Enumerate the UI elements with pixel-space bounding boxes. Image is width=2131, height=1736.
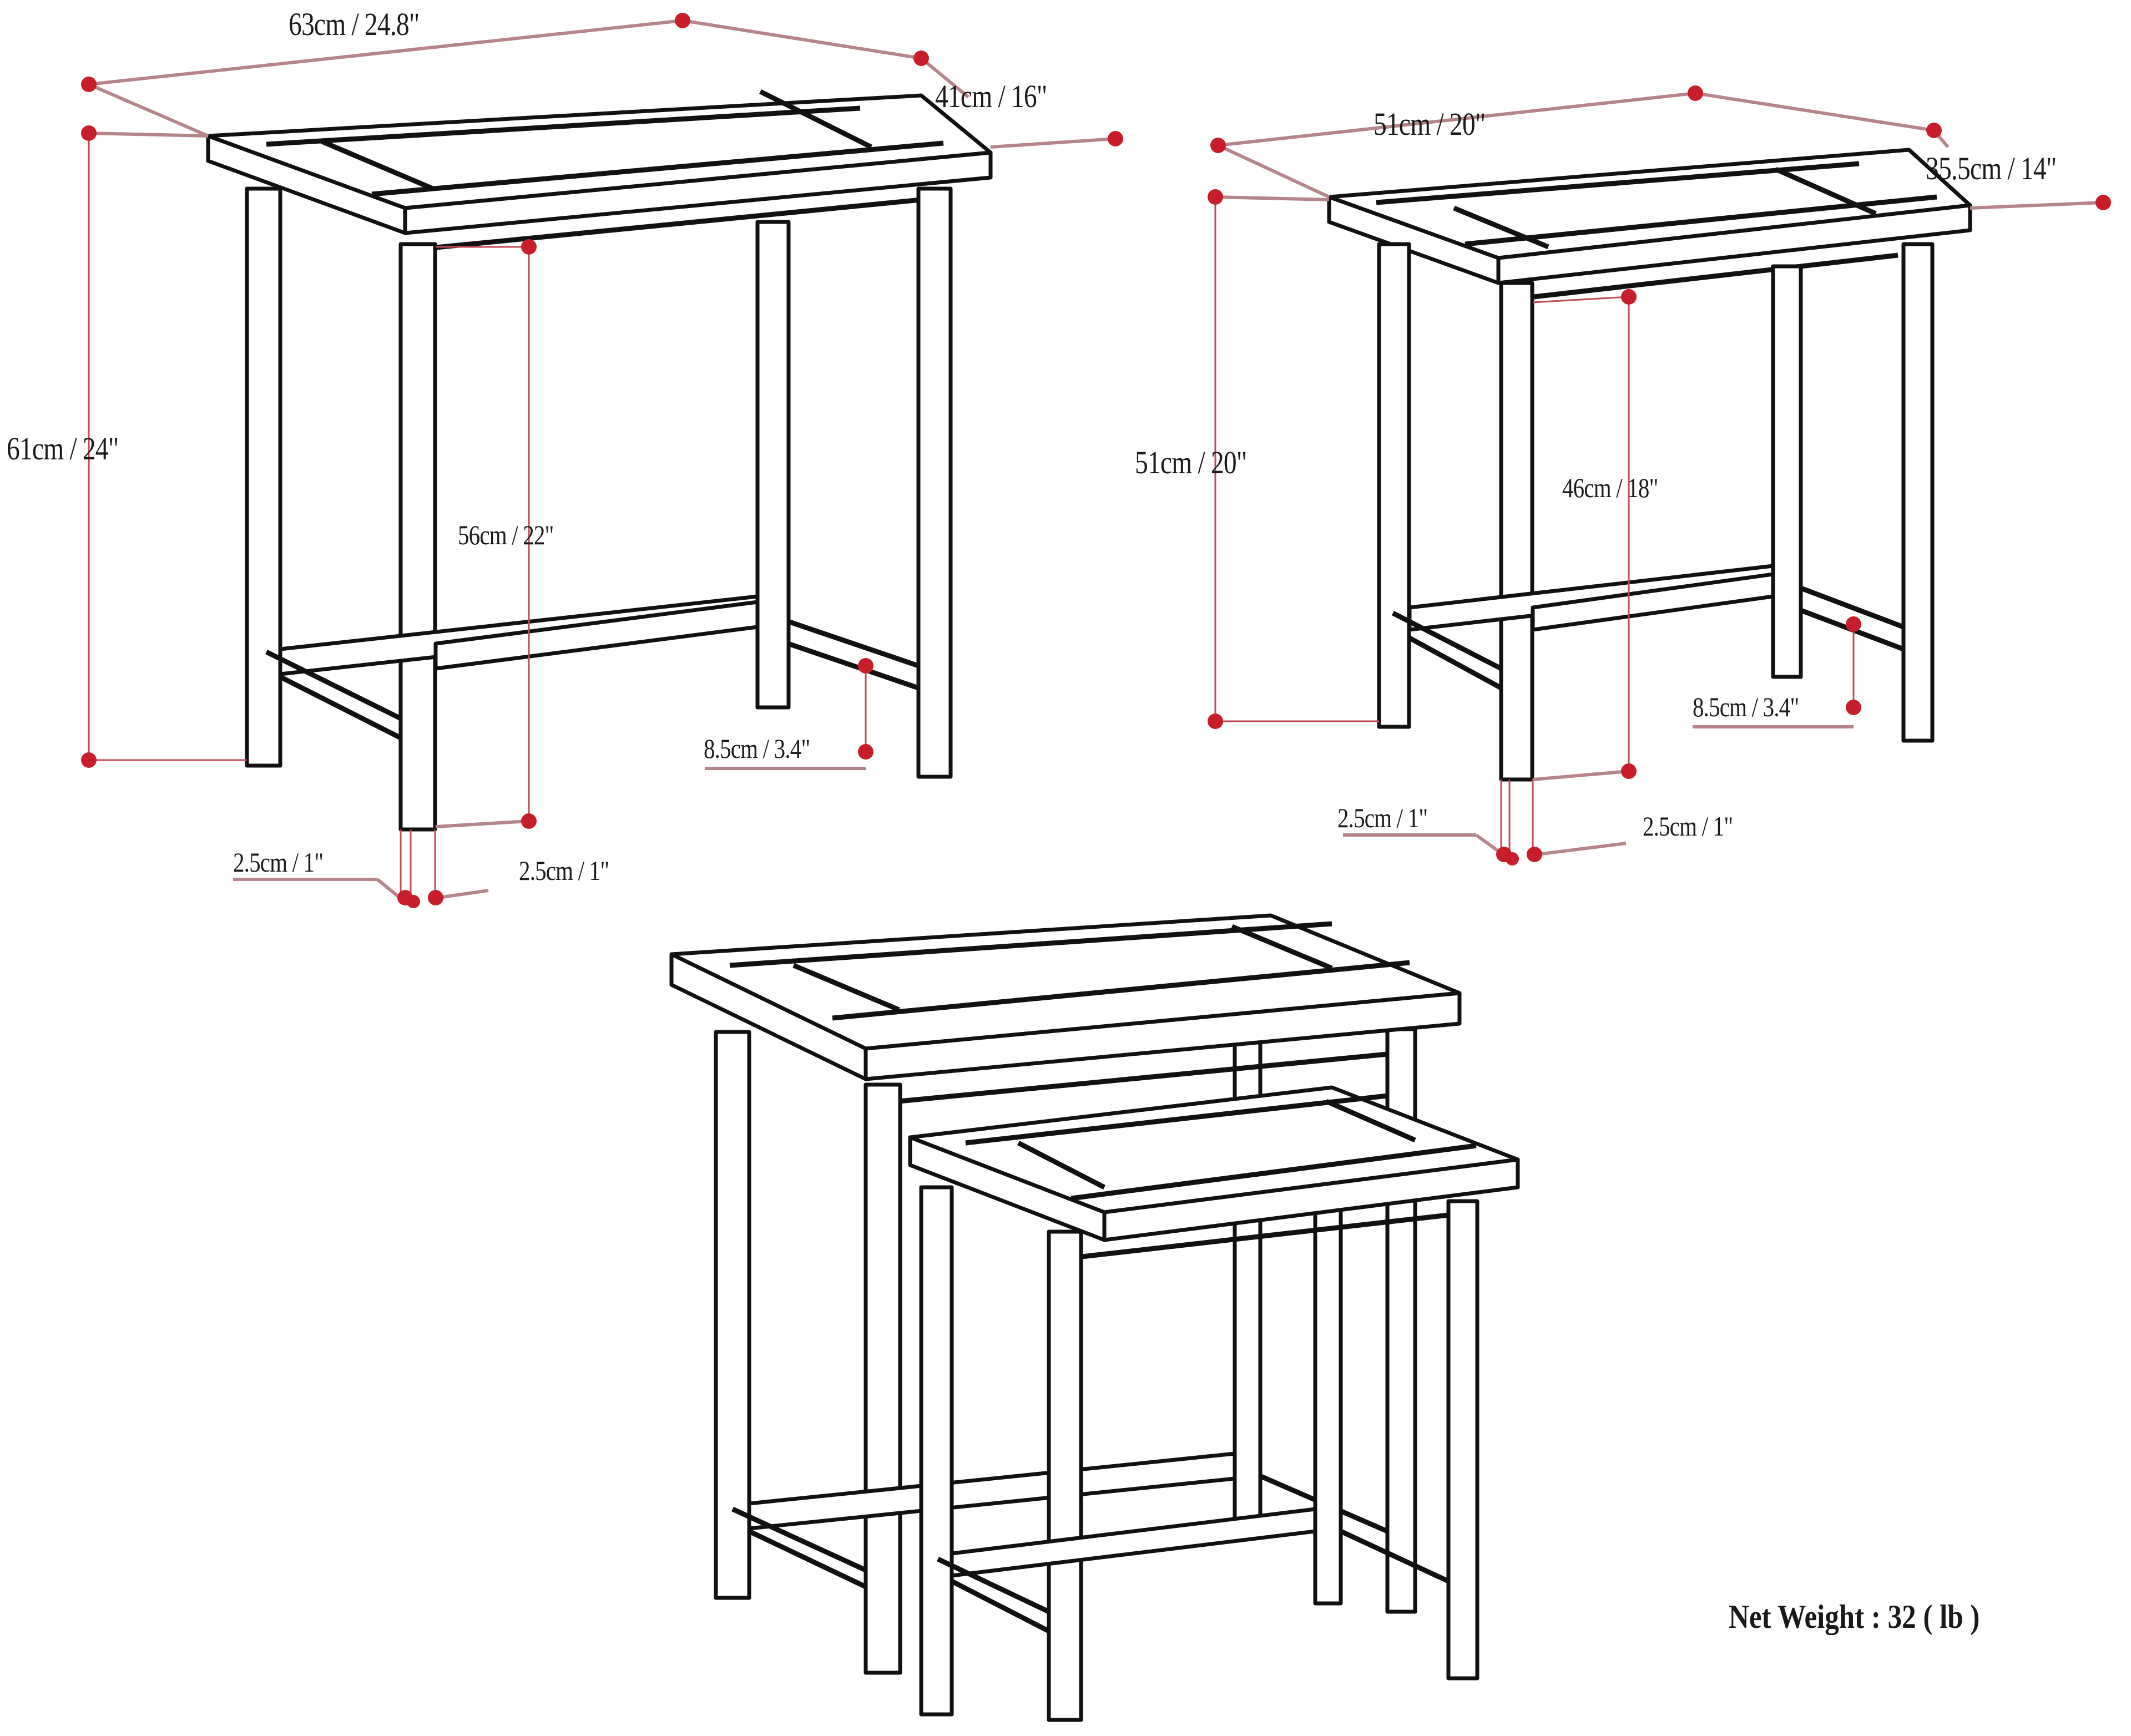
large-table-clearance-label: 56cm / 22" (458, 519, 554, 550)
large-table-stretcher-height-label: 8.5cm / 3.4" (704, 733, 810, 764)
small-table-stretcher-height-label: 8.5cm / 3.4" (1693, 691, 1799, 722)
small-table-drawing (1327, 148, 1972, 782)
small-table-clearance-label: 46cm / 18" (1562, 472, 1658, 503)
large-table-leg-width-left-label: 2.5cm / 1" (233, 847, 324, 878)
small-table-dimensions (1208, 85, 2111, 866)
nested-tables-drawing (669, 913, 1520, 1722)
large-table-leg-width-right-label: 2.5cm / 1" (519, 855, 609, 886)
large-table-drawing (206, 89, 993, 832)
large-table-depth-label: 41cm / 16" (935, 78, 1047, 114)
large-table-height-label: 61cm / 24" (7, 431, 119, 467)
large-table-dimensions (81, 13, 1123, 908)
small-table-leg-width-left-label: 2.5cm / 1" (1337, 802, 1428, 833)
net-weight-label: Net Weight : 32 ( lb ) (1729, 1598, 1980, 1635)
small-table-leg-width-right-label: 2.5cm / 1" (1643, 811, 1733, 842)
small-table-depth-label: 35.5cm / 14" (1926, 150, 2057, 186)
small-table-height-label: 51cm / 20" (1135, 444, 1247, 480)
large-table-width-label: 63cm / 24.8" (289, 6, 420, 42)
small-table-width-label: 51cm / 20" (1373, 106, 1486, 142)
